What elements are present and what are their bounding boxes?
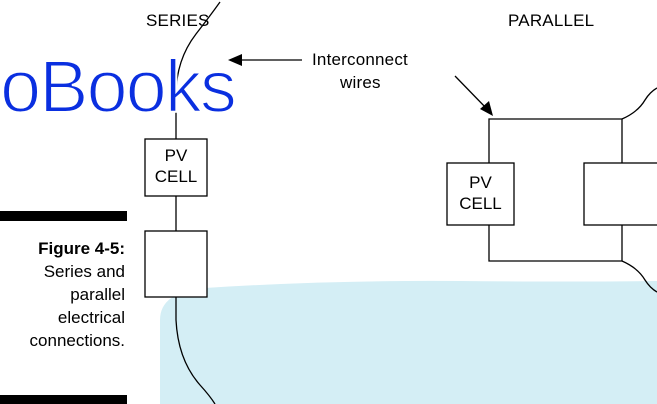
parallel-right-cell [583, 162, 657, 226]
caption-line3: electrical [57, 308, 125, 327]
caption-rule-top [0, 211, 127, 221]
series-heading: SERIES [146, 11, 210, 30]
series-wire-top [175, 1, 221, 139]
arrowhead-series [228, 54, 242, 66]
arrowhead-parallel [480, 101, 493, 116]
interconnect-label-line2: wires [340, 73, 381, 92]
series-wire-bottom [175, 297, 216, 404]
interconnect-label-line1: Interconnect [312, 50, 408, 69]
parallel-left-cell-line1: PV [469, 173, 492, 192]
series-top-cell-line2: CELL [154, 167, 198, 186]
parallel-left-cell [446, 162, 515, 226]
caption-figure-number: Figure 4-5: [38, 239, 125, 258]
background-blob [160, 280, 657, 404]
series-bottom-cell [144, 230, 208, 298]
series-top-cell-line1: PV [164, 146, 188, 165]
series-top-cell [144, 138, 208, 197]
parallel-lead-top [621, 87, 657, 120]
parallel-left-cell-label: PV CELL [447, 172, 514, 214]
caption-rule-bottom [0, 395, 127, 404]
interconnect-arrow-parallel [454, 75, 489, 111]
parallel-wire-top [488, 118, 623, 166]
caption-line1: Series and [43, 262, 125, 281]
caption-line2: parallel [70, 285, 125, 304]
parallel-wire-bottom [488, 223, 623, 262]
parallel-heading: PARALLEL [508, 11, 595, 30]
caption-line4: connections. [29, 331, 125, 350]
parallel-left-cell-line2: CELL [459, 194, 502, 213]
series-top-cell-label: PV CELL [145, 145, 207, 187]
watermark-text: oBooks [0, 44, 238, 129]
parallel-lead-bottom [621, 260, 657, 293]
figure-caption: Figure 4-5: Series and parallel electric… [0, 237, 125, 352]
